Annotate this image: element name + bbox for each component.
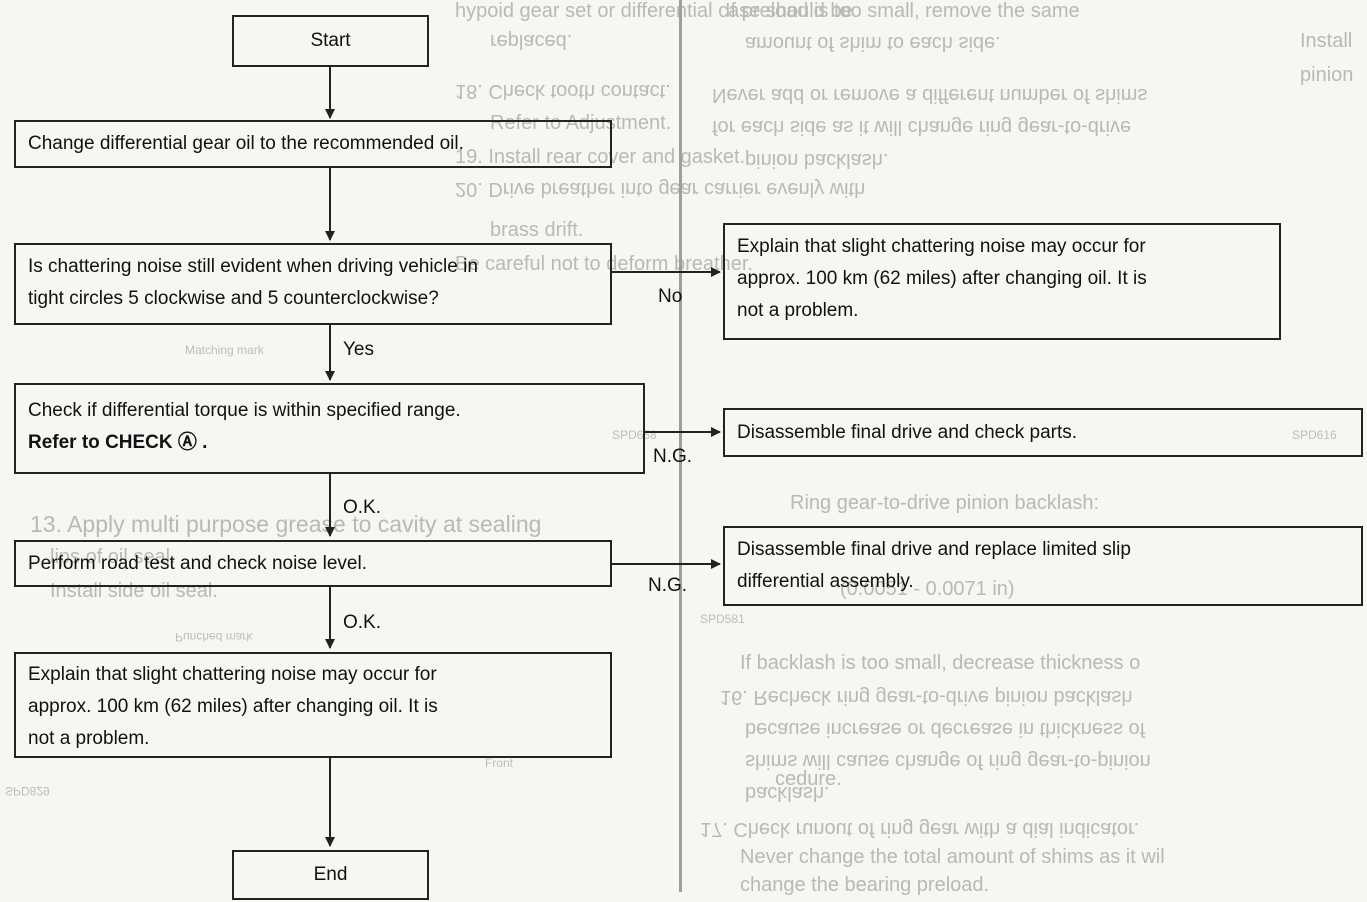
column-divider (679, 0, 682, 892)
ghost-text: If backlash is too small, decrease thick… (740, 652, 1141, 674)
ghost-text: Never change the total amount of shims a… (740, 846, 1165, 868)
road-test-text: Perform road test and check noise level. (28, 553, 368, 574)
final-explain-line2: approx. 100 km (62 miles) after changing… (28, 696, 438, 717)
start-label: Start (310, 30, 351, 51)
ng-result-2-line2: differential assembly. (737, 571, 914, 592)
ghost-text: pinion (1300, 64, 1354, 86)
ghost-text: If preload is too small, remove the same (725, 0, 1080, 22)
check-torque-ref: Refer to CHECK Ⓐ . (28, 432, 208, 453)
ng-label-2: N.G. (648, 575, 688, 596)
ghost-text: (0.0051 - 0.0071 in) (840, 578, 1015, 600)
ghost-text: brass drift. (490, 219, 584, 241)
ng-result-2-box: Disassemble final drive and replace limi… (723, 526, 1363, 606)
ghost-text: Matching mark (185, 343, 264, 357)
ghost-text: SPD616 (1292, 428, 1337, 442)
ng-result-1-box: Disassemble final drive and check parts. (723, 408, 1363, 457)
ghost-text: Front (485, 756, 514, 770)
ghost-text: change the bearing preload. (740, 874, 990, 896)
final-explain-line3: not a problem. (28, 728, 150, 749)
ng-result-2-line1: Disassemble final drive and replace limi… (737, 539, 1131, 560)
question-box: Is chattering noise still evident when d… (14, 243, 612, 325)
ghost-text: lips of oil seal. (50, 546, 176, 568)
ghost-text: Refer to Adjustment. (490, 112, 672, 134)
ghost-text: cedure. (775, 768, 842, 790)
final-explain-box: Explain that slight chattering noise may… (14, 652, 612, 758)
no-result-box: Explain that slight chattering noise may… (723, 223, 1281, 340)
change-oil-text: Change differential gear oil to the reco… (28, 133, 464, 154)
ghost-text: Ring gear-to-drive pinion backlash: (790, 492, 1100, 514)
ghost-text: 19. Install rear cover and gasket. (455, 146, 746, 168)
end-label: End (313, 864, 348, 885)
ok-label-1: O.K. (343, 497, 382, 518)
ghost-text: SPD581 (700, 612, 745, 626)
end-box: End (232, 850, 429, 900)
question-text-line2: tight circles 5 clockwise and 5 counterc… (28, 288, 439, 309)
no-result-line1: Explain that slight chattering noise may… (737, 236, 1146, 257)
final-explain-line1: Explain that slight chattering noise may… (28, 664, 437, 685)
question-text-line1: Is chattering noise still evident when d… (28, 256, 478, 277)
check-torque-box: Check if differential torque is within s… (14, 383, 645, 474)
ghost-text: Be careful not to deform breather. (455, 253, 753, 275)
check-torque-line1: Check if differential torque is within s… (28, 400, 461, 421)
ghost-text: hypoid gear set or differential case sho… (455, 0, 853, 22)
ng-label-1: N.G. (653, 446, 693, 467)
road-test-box: Perform road test and check noise level. (14, 540, 612, 587)
yes-label: Yes (343, 339, 374, 360)
ok-label-2: O.K. (343, 612, 382, 633)
ng-result-1-text: Disassemble final drive and check parts. (737, 422, 1078, 443)
start-box: Start (232, 15, 429, 67)
no-label: No (658, 286, 683, 307)
change-oil-box: Change differential gear oil to the reco… (14, 120, 612, 168)
no-result-line2: approx. 100 km (62 miles) after changing… (737, 268, 1147, 289)
ghost-text: 13. Apply multi purpose grease to cavity… (30, 511, 542, 537)
ghost-text: Install (1300, 30, 1353, 52)
no-result-line3: not a problem. (737, 300, 859, 321)
